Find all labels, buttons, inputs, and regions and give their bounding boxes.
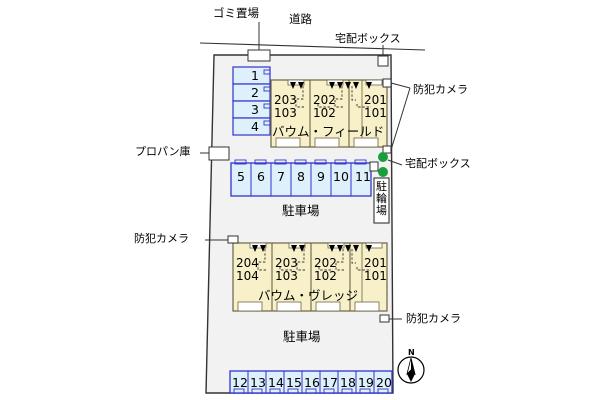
- unit-104-village: 104: [236, 269, 259, 283]
- unit-101-field: 101: [364, 106, 387, 120]
- bicycle-parking-box: [373, 177, 390, 224]
- parking-stall-18: 18: [340, 375, 356, 390]
- road-line: [199, 42, 426, 51]
- unit-103-village: 103: [275, 269, 298, 283]
- parking-stall-5: 5: [237, 169, 245, 184]
- parking-stall-16: 16: [304, 375, 320, 390]
- compass-north-label: N: [408, 348, 415, 357]
- road-label: 道路: [289, 12, 312, 26]
- parking-stall-3: 3: [251, 102, 259, 117]
- parking-stall-9: 9: [317, 169, 325, 184]
- parking-stall-7: 7: [277, 169, 285, 184]
- unit-201-village: 201: [364, 256, 387, 270]
- parking-stall-11: 11: [355, 169, 371, 184]
- bicycle-parking-label: 駐輪場: [376, 180, 387, 217]
- parking-stall-17: 17: [322, 375, 338, 390]
- unit-201-field: 201: [364, 93, 387, 107]
- callout-security-camera-right-bottom: 防犯カメラ: [406, 312, 461, 325]
- parking-stall-6: 6: [257, 169, 265, 184]
- unit-203-field: 203: [274, 93, 297, 107]
- camera-marker-b2-br: [379, 314, 390, 323]
- parking-stalls-5-11: [230, 159, 372, 197]
- unit-102-field: 102: [313, 106, 336, 120]
- parking-lot-label-bottom: 駐車場: [283, 329, 321, 344]
- camera-marker-b1-br: [382, 145, 392, 154]
- building-name-baum-village: バウム・ヴレッジ: [258, 288, 359, 303]
- parking-stall-8: 8: [297, 169, 305, 184]
- unit-202-field: 202: [313, 93, 336, 107]
- callout-trash-area: ゴミ置場: [213, 6, 259, 20]
- building-baum-village: [232, 242, 388, 312]
- callout-security-camera-left: 防犯カメラ: [134, 232, 189, 245]
- callout-delivery-box-top: 宅配ボックス: [335, 32, 401, 45]
- parking-stall-19: 19: [358, 375, 374, 390]
- parking-stall-2: 2: [251, 85, 259, 100]
- unit-103-field: 103: [274, 106, 297, 120]
- parking-stall-14: 14: [268, 375, 284, 390]
- callout-security-camera-right-top: 防犯カメラ: [413, 83, 468, 96]
- parking-stall-20: 20: [376, 375, 392, 390]
- parking-stall-10: 10: [333, 169, 349, 184]
- parking-stall-15: 15: [286, 375, 302, 390]
- parking-stalls-12-20: [229, 370, 393, 394]
- parking-stall-4: 4: [251, 119, 259, 134]
- unit-204-village: 204: [236, 256, 259, 270]
- parking-stall-1: 1: [251, 68, 259, 83]
- propane-storage-box: [208, 146, 230, 161]
- parking-stall-13: 13: [250, 375, 266, 390]
- parking-stalls-1-4: [232, 66, 271, 136]
- unit-202-village: 202: [314, 256, 337, 270]
- unit-203-village: 203: [275, 256, 298, 270]
- compass-rose: [397, 356, 425, 384]
- callout-delivery-box-right: 宅配ボックス: [405, 157, 471, 170]
- building-baum-field: [270, 79, 388, 148]
- unit-102-village: 102: [314, 269, 337, 283]
- camera-marker-mid: [369, 161, 379, 172]
- trash-area-box: [247, 49, 271, 62]
- building-name-baum-field: バウム・フィールド: [272, 124, 385, 139]
- callout-propane-storage: プロパン庫: [135, 145, 191, 158]
- delivery-box-dot-2: [378, 167, 388, 177]
- delivery-box-dot-1: [378, 152, 388, 162]
- camera-marker-b1-tr: [382, 78, 392, 88]
- callout-leader-lines: [200, 22, 411, 320]
- unit-101-village: 101: [364, 269, 387, 283]
- delivery-box-top-marker: [377, 55, 389, 67]
- parking-lot-label-middle: 駐車場: [282, 203, 320, 218]
- parking-stall-12: 12: [232, 375, 248, 390]
- camera-marker-b2-tl: [227, 235, 239, 244]
